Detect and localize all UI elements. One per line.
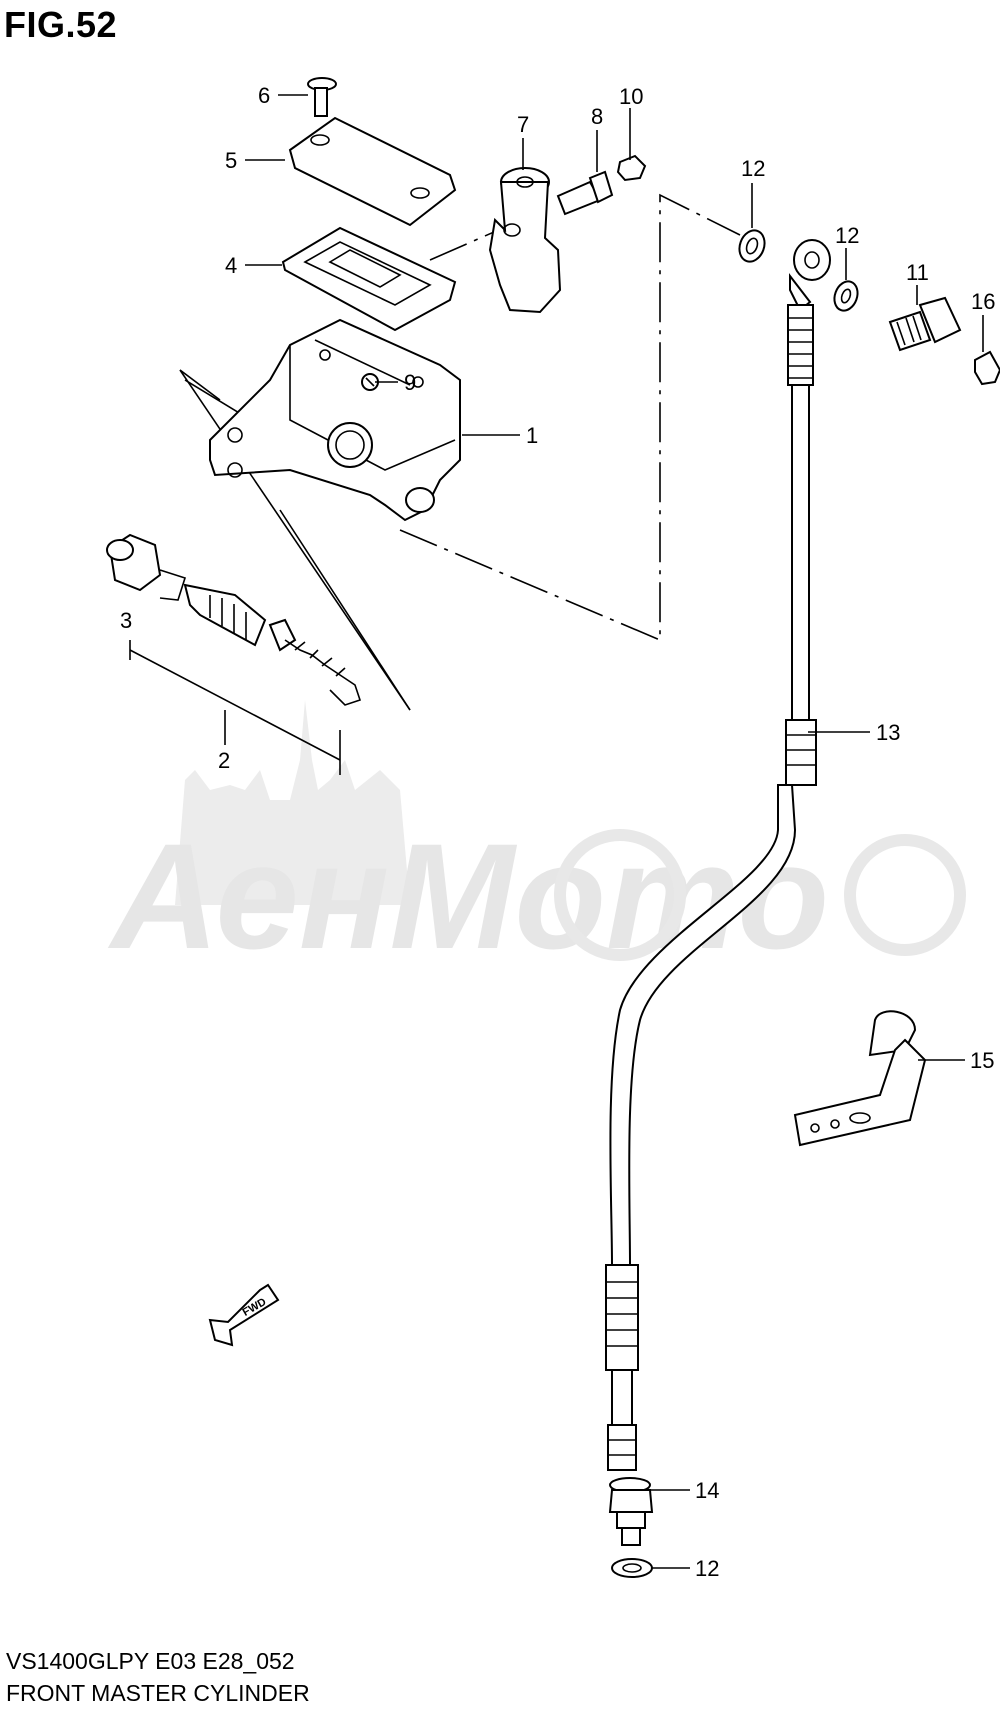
callout-12-lower: 12 <box>695 1556 719 1581</box>
callout-3: 3 <box>120 608 132 633</box>
callout-1: 1 <box>526 423 538 448</box>
fwd-arrow: FWD <box>208 1283 280 1347</box>
callout-15: 15 <box>970 1048 994 1073</box>
watermark: АенМото <box>107 700 966 980</box>
part-14-fitting[interactable] <box>608 1477 654 1546</box>
callout-12-upper-left: 12 <box>741 156 765 181</box>
diagram-name: FRONT MASTER CYLINDER <box>6 1680 310 1706</box>
part-12-washer-upper-right[interactable] <box>831 278 862 314</box>
group-bracket-2 <box>129 640 341 775</box>
watermark-text: АенМото <box>107 812 829 980</box>
part-5-reservoir-cap[interactable] <box>288 116 457 227</box>
callout-9: 9 <box>404 370 416 395</box>
callout-10: 10 <box>619 84 643 109</box>
part-12-washer-upper-left[interactable] <box>735 227 768 265</box>
callout-4: 4 <box>225 253 237 278</box>
part-3-boot[interactable] <box>106 533 187 601</box>
part-4-diaphragm[interactable] <box>281 226 457 332</box>
part-2-piston-assembly[interactable] <box>183 583 362 706</box>
callout-14: 14 <box>695 1478 719 1503</box>
part-8-bolt[interactable] <box>556 170 614 216</box>
part-1-master-cylinder[interactable] <box>209 318 461 522</box>
part-15-clamp[interactable] <box>793 1010 927 1147</box>
callout-7: 7 <box>517 112 529 137</box>
leader-lines <box>224 94 984 1569</box>
part-6-screw[interactable] <box>307 77 337 117</box>
part-13-brake-hose[interactable] <box>605 239 831 1471</box>
part-16-cap[interactable] <box>974 350 1000 386</box>
callout-2: 2 <box>218 748 230 773</box>
callout-6: 6 <box>258 83 270 108</box>
part-11-union-bolt[interactable] <box>888 296 962 352</box>
callout-5: 5 <box>225 148 237 173</box>
part-7-lever-bracket[interactable] <box>488 167 562 314</box>
callout-12-upper-right: 12 <box>835 223 859 248</box>
callout-labels: 6 5 4 7 8 10 12 12 11 16 9 1 3 2 13 15 1… <box>120 83 995 1581</box>
callout-16: 16 <box>971 289 995 314</box>
figure-title: FIG.52 <box>4 4 118 45</box>
model-code: VS1400GLPY E03 E28_052 <box>6 1648 295 1674</box>
callout-11: 11 <box>906 260 929 285</box>
callout-8: 8 <box>591 104 603 129</box>
part-12-washer-lower[interactable] <box>611 1558 653 1578</box>
part-10-nut[interactable] <box>616 154 647 182</box>
callout-13: 13 <box>876 720 900 745</box>
